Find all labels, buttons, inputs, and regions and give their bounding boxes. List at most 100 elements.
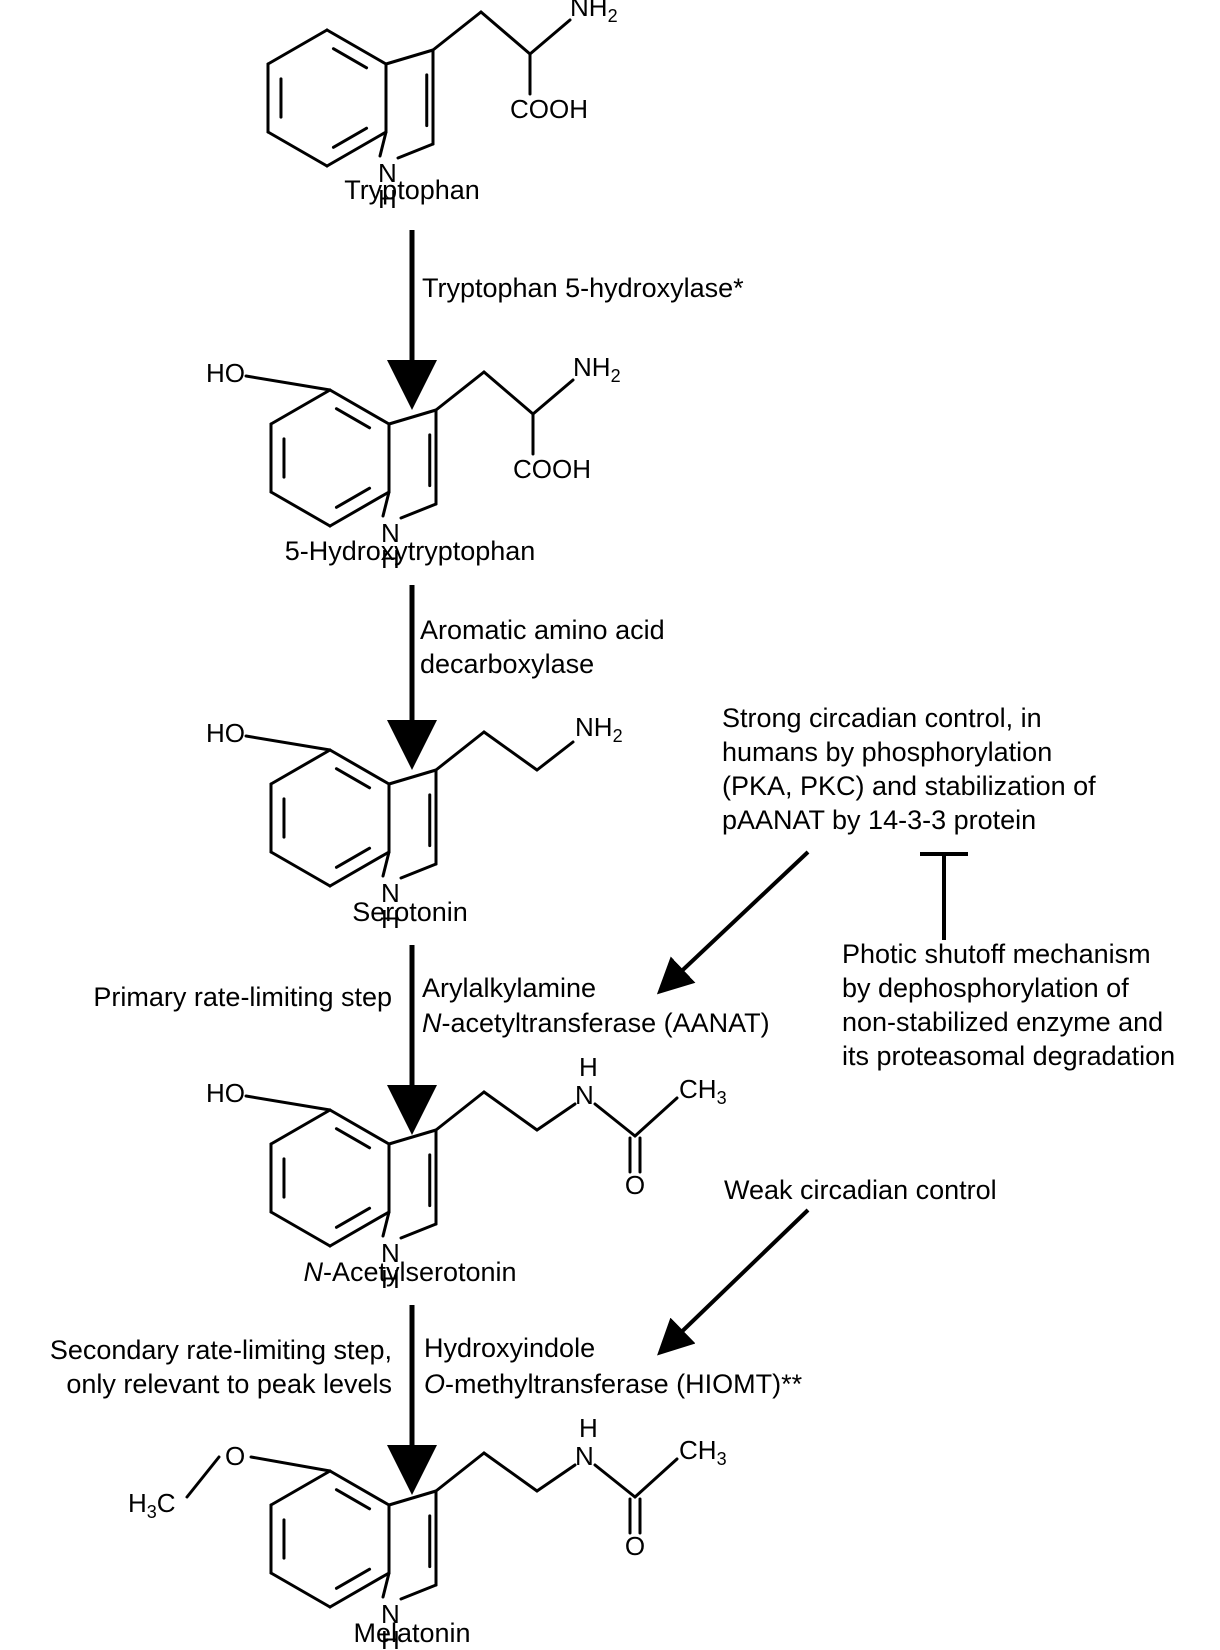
bond xyxy=(266,28,329,66)
note-photic-line3: non-stabilized enzyme and xyxy=(842,1007,1163,1037)
double-bond-inner xyxy=(334,486,372,509)
double-bond-inner xyxy=(334,407,372,430)
ring-nitrogen-label: N xyxy=(381,1599,400,1629)
hydroxyl-bond xyxy=(244,374,332,392)
note-secondary-line1: Secondary rate-limiting step, xyxy=(50,1335,392,1365)
weak-control-arrow xyxy=(657,1208,810,1356)
pyrrole-bond xyxy=(381,1571,391,1599)
bond xyxy=(328,1571,391,1609)
amide-hydrogen-label: H xyxy=(579,1413,598,1443)
pyrrole-bond xyxy=(381,1210,391,1238)
pyrrole-bond xyxy=(387,768,438,786)
amide-bond xyxy=(593,1102,637,1138)
pyrrole-bond xyxy=(378,130,388,158)
bond xyxy=(269,850,332,888)
serotonin-structure: NH HO NH2 xyxy=(206,712,623,934)
double-bond-inner xyxy=(331,47,369,70)
amide-n-bond xyxy=(535,1102,577,1132)
bond xyxy=(269,748,332,786)
compound-5-hydroxytryptophan: 5-Hydroxytryptophan xyxy=(285,536,536,566)
note-strong-line4: pAANAT by 14-3-3 protein xyxy=(722,805,1036,835)
bond xyxy=(325,130,388,168)
ring-nitrogen-label: N xyxy=(381,1238,400,1268)
bond xyxy=(269,1210,332,1248)
bond xyxy=(269,1571,332,1609)
bond xyxy=(328,850,391,888)
carbonyl-oxygen-label: O xyxy=(625,1531,645,1561)
bond xyxy=(269,1108,332,1146)
side-chain-bond xyxy=(482,730,539,772)
carbonyl-oxygen-label: O xyxy=(625,1170,645,1200)
bond xyxy=(269,388,332,426)
note-photic-line4: its proteasomal degradation xyxy=(842,1041,1175,1071)
double-bond-inner xyxy=(334,1567,372,1590)
side-chain-bond xyxy=(482,1090,539,1132)
enzyme-aanat-line1: Arylalkylamine xyxy=(422,973,596,1003)
pyrrole-bond xyxy=(399,862,438,880)
note-weak-circadian: Weak circadian control xyxy=(724,1175,997,1205)
ring-nitrogen-label: N xyxy=(378,158,397,188)
methoxy-methyl-label: H3C xyxy=(128,1488,176,1522)
amine-label: NH2 xyxy=(570,0,618,26)
enzyme-aadc-line2: decarboxylase xyxy=(420,649,594,679)
pyrrole-bond xyxy=(381,850,391,878)
ring-nh-hydrogen-label: H xyxy=(381,904,400,934)
note-secondary-line2: only relevant to peak levels xyxy=(66,1369,392,1399)
hydroxyl-label: HO xyxy=(206,1078,245,1108)
double-bond-inner xyxy=(334,1127,372,1150)
bond xyxy=(328,748,391,786)
hydroxyl-bond xyxy=(244,734,332,752)
note-photic-line2: by dephosphorylation of xyxy=(842,973,1129,1003)
ring-nh-hydrogen-label: H xyxy=(378,184,397,214)
note-primary-rate-limiting: Primary rate-limiting step xyxy=(93,982,392,1012)
bond xyxy=(328,1210,391,1248)
side-chain-bond xyxy=(482,370,535,416)
amine-label: NH2 xyxy=(575,712,623,746)
enzyme-hiomt-line2: O-methyltransferase (HIOMT)** xyxy=(424,1369,803,1399)
bond xyxy=(266,130,329,168)
bond xyxy=(269,490,332,528)
ring-nh-hydrogen-label: H xyxy=(381,544,400,574)
double-bond-inner xyxy=(331,126,369,149)
bond xyxy=(328,490,391,528)
ring-nitrogen-label: N xyxy=(381,878,400,908)
acetyl-methyl-label: CH3 xyxy=(679,1435,727,1469)
pyrrole-bond xyxy=(396,142,435,160)
note-photic-line1: Photic shutoff mechanism xyxy=(842,939,1151,969)
pyrrole-bond xyxy=(381,490,391,518)
double-bond-inner xyxy=(334,1488,372,1511)
side-chain-bond xyxy=(434,370,486,412)
acetyl-methyl-bond xyxy=(633,1457,679,1499)
side-chain-bond xyxy=(434,1090,486,1132)
acetyl-methyl-label: CH3 xyxy=(679,1074,727,1108)
pyrrole-bond xyxy=(399,1222,438,1240)
pyrrole-bond xyxy=(387,408,438,426)
carboxyl-label: COOH xyxy=(513,454,591,484)
amine-bond xyxy=(535,740,575,772)
double-bond-inner xyxy=(334,1206,372,1229)
pyrrole-bond xyxy=(384,48,435,66)
amine-label: NH2 xyxy=(573,352,621,386)
ring-nitrogen-label: N xyxy=(381,518,400,548)
ring-nh-hydrogen-label: H xyxy=(381,1625,400,1650)
compound-serotonin: Serotonin xyxy=(352,897,468,927)
pyrrole-bond xyxy=(399,502,438,520)
enzyme-aadc-line1: Aromatic amino acid xyxy=(420,615,665,645)
pyrrole-bond xyxy=(399,1583,438,1601)
acetyl-methyl-bond xyxy=(633,1096,679,1138)
pyrrole-bond xyxy=(387,1128,438,1146)
enzyme-tryptophan-5-hydroxylase: Tryptophan 5-hydroxylase* xyxy=(422,273,744,303)
compound-tryptophan: Tryptophan xyxy=(344,175,480,205)
hydroxyl-label: HO xyxy=(206,718,245,748)
side-chain-bond xyxy=(434,730,486,772)
side-chain-bond xyxy=(482,1451,539,1493)
amide-n-bond xyxy=(535,1463,577,1493)
bond xyxy=(269,1469,332,1507)
pyrrole-bond xyxy=(387,1489,438,1507)
double-bond-inner xyxy=(334,767,372,790)
bond xyxy=(328,388,391,426)
